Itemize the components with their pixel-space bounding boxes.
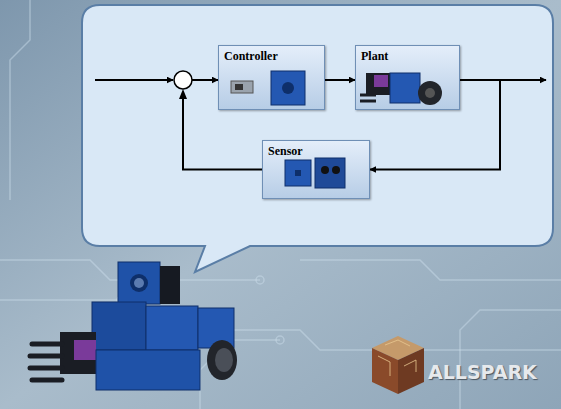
process-box: Controller xyxy=(218,45,325,110)
controller-icon xyxy=(219,65,319,109)
logo-text: ALLSPARK xyxy=(428,361,537,383)
box-title: Sensor xyxy=(263,142,308,161)
plant-icon xyxy=(356,65,456,109)
summing-junction xyxy=(174,71,192,89)
box-title: Controller xyxy=(219,47,283,66)
process-box: Sensor xyxy=(262,140,370,199)
box-title: Plant xyxy=(356,47,393,66)
process-box: Plant xyxy=(355,45,460,110)
signal-arrow xyxy=(325,79,355,81)
sensor-icon xyxy=(263,154,363,198)
input-arrow xyxy=(95,79,173,81)
junction-arrowhead xyxy=(179,89,187,99)
